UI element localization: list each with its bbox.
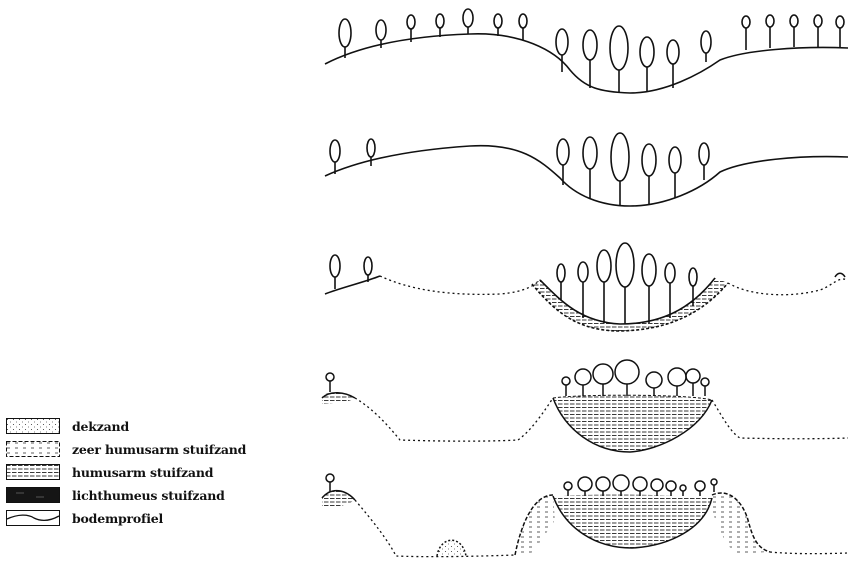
tree-row (339, 9, 844, 93)
zeer-humusarm-stuifzand-swatch (6, 441, 60, 457)
hollow-fill (553, 396, 712, 452)
dotted-surface (355, 398, 553, 441)
tree-row (326, 360, 709, 396)
stage-1-profile (325, 9, 848, 93)
legend-item-humusarm-stuifzand: humusarm stuifzand (6, 462, 306, 485)
small-mound-fill (437, 542, 466, 556)
dotted-surface (712, 400, 848, 439)
dotted-surface (380, 276, 540, 294)
legend-label: humusarm stuifzand (72, 465, 213, 480)
dotted-surface (728, 279, 848, 295)
legend-label: dekzand (72, 419, 129, 434)
tree-row (326, 474, 717, 496)
stage-4-profile (322, 360, 848, 452)
legend-label: bodemprofiel (72, 511, 163, 526)
legend-label: lichthumeus stuifzand (72, 488, 225, 503)
hollow-fill (553, 495, 712, 548)
legend-item-dekzand: dekzand (6, 416, 306, 439)
ground-line (325, 146, 848, 206)
humusarm-stuifzand-swatch (6, 464, 60, 480)
stage-2-profile (325, 133, 848, 206)
stage-3-profile (325, 243, 848, 331)
dotted-surface (355, 500, 515, 557)
right-dune-fill (712, 493, 770, 553)
tree-row (330, 133, 709, 206)
dotted-surface (770, 552, 848, 554)
legend: dekzand zeer humusarm stuifzand humusarm… (6, 416, 306, 531)
legend-item-zeer-humusarm-stuifzand: zeer humusarm stuifzand (6, 439, 306, 462)
legend-label: zeer humusarm stuifzand (72, 442, 246, 457)
dekzand-swatch (6, 418, 60, 434)
legend-item-bodemprofiel: bodemprofiel (6, 508, 306, 531)
lichthumeus-stuifzand-swatch (6, 487, 60, 503)
legend-item-lichthumeus-stuifzand: lichthumeus stuifzand (6, 485, 306, 508)
stage-5-profile (322, 474, 848, 557)
tree-row (330, 243, 697, 324)
ground-line-left (325, 276, 380, 294)
bodemprofiel-swatch (6, 510, 60, 526)
